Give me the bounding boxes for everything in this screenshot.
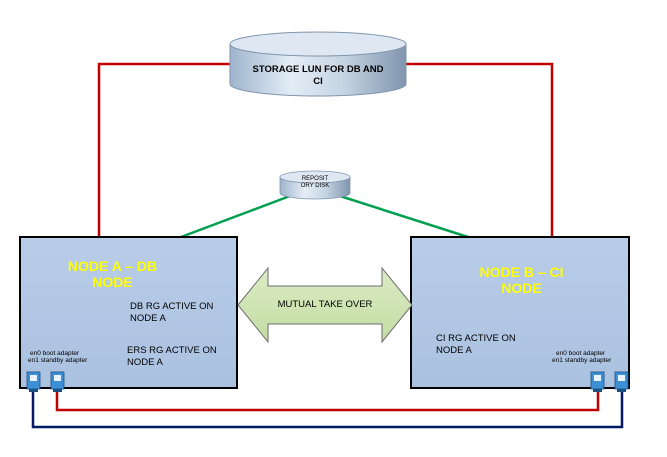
repo-link-node-b [339,194,469,239]
adapter-icon-node-b-en1 [614,371,629,392]
node-a-ers-rg-status: ERS RG ACTIVE ON NODE A [127,345,217,368]
node-b-adapter-en0: en0 boot adapter [556,350,606,357]
network-link-navy [31,388,624,429]
storage-link-node-b [406,62,554,237]
network-link-red [55,388,600,412]
storage-label: STORAGE LUN FOR DB AND CI [252,64,384,87]
mutual-takeover-arrow [237,266,413,344]
node-a-title: NODE A – DB NODE [67,258,158,290]
node-a-box [19,236,238,389]
node-b-title: NODE B – CI NODE [479,264,564,296]
node-a-db-rg-status: DB RG ACTIVE ON NODE A [130,301,214,324]
storage-cylinder [229,31,407,97]
repo-link-node-a [180,194,291,239]
adapter-icon-node-a-en0 [26,371,41,392]
repository-label: REPOSIT ORY DISK [300,176,330,189]
node-b-box [410,236,630,389]
node-a-adapter-en1: en1 standby adapter [28,357,88,364]
storage-link-node-a [97,62,230,237]
adapter-icon-node-b-en0 [590,371,605,392]
node-b-adapter-en1: en1 standby adapter [552,357,612,364]
mutual-takeover-label: MUTUAL TAKE OVER [277,299,373,310]
node-a-adapter-en0: en0 boot adapter [30,350,80,357]
repository-disk [279,170,351,200]
node-b-ci-rg-status: CI RG ACTIVE ON NODE A [436,333,516,356]
adapter-icon-node-a-en1 [50,371,65,392]
